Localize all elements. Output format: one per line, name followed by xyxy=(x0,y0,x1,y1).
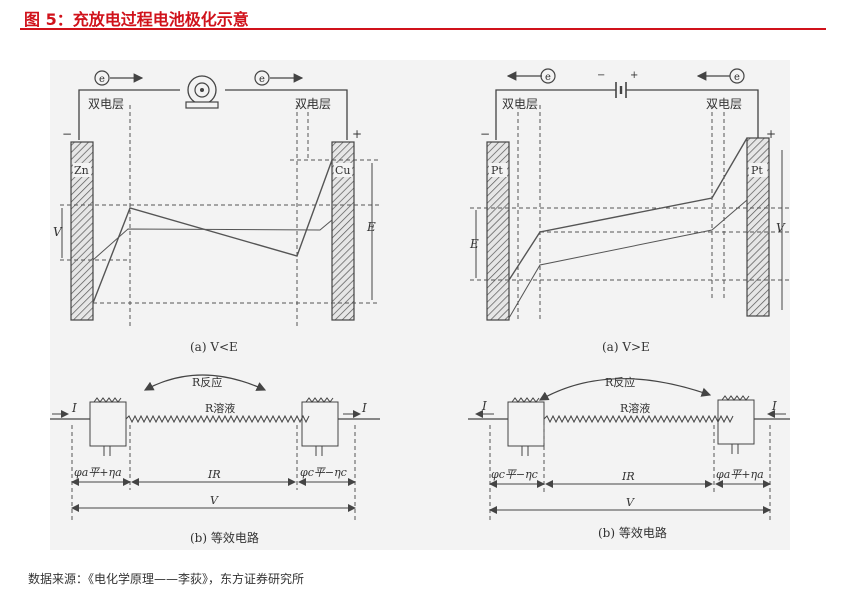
potential-curve xyxy=(508,137,748,281)
equilibrium-curve xyxy=(508,199,748,319)
plus-terminal: + xyxy=(766,127,776,141)
reaction-arrow xyxy=(538,378,712,401)
battery-plus: + xyxy=(630,70,638,81)
r-solution-label: R溶液 xyxy=(205,401,235,415)
solution-resistor xyxy=(125,414,310,424)
ir-label: IR xyxy=(207,468,221,481)
phi-left-label: φc平−ηc xyxy=(491,468,538,481)
double-layer-label: 双电层 xyxy=(706,97,742,111)
minus-terminal: − xyxy=(62,127,72,141)
pt-label: Pt xyxy=(491,164,503,177)
right-caption-a: (a) V>E xyxy=(602,340,650,354)
pt-electrode-right xyxy=(746,137,770,317)
right-equivalent-circuit: R反应 I R溶液 I φc平−ηc IR φa平+ηa V (b) 等效电路 xyxy=(468,375,790,540)
cu-electrode xyxy=(331,141,355,321)
left-caption-a: (a) V<E xyxy=(190,340,238,354)
electron-icon: e xyxy=(506,68,556,84)
cu-label: Cu xyxy=(335,164,351,177)
plus-terminal: + xyxy=(352,127,362,141)
equilibrium-curve xyxy=(92,219,333,261)
double-layer-label: 双电层 xyxy=(88,97,124,111)
electron-icon: e xyxy=(94,70,144,86)
current-label: I xyxy=(481,399,487,413)
title-rule xyxy=(20,28,826,30)
r-solution-label: R溶液 xyxy=(620,401,650,415)
v-total-label: V xyxy=(626,496,635,509)
polarization-diagram: e e 双电层 双电层 − + Zn Cu V xyxy=(50,68,790,545)
motor-icon xyxy=(185,75,219,109)
double-layer-label: 双电层 xyxy=(295,97,331,111)
left-equivalent-circuit: R反应 I R溶液 I φa平+ηa IR φc平−ηc V (b) 等效电路 xyxy=(50,374,380,545)
v-total-label: V xyxy=(210,494,219,507)
v-label: V xyxy=(53,225,63,239)
left-caption-b: (b) 等效电路 xyxy=(190,530,259,545)
electron-symbol: e xyxy=(99,74,105,85)
resistor-symbol xyxy=(511,397,540,403)
electron-symbol: e xyxy=(259,74,265,85)
left-cell-diagram: e e 双电层 双电层 − + Zn Cu V xyxy=(53,70,380,354)
minus-terminal: − xyxy=(480,127,490,141)
reaction-arrow xyxy=(143,374,267,391)
pt-label: Pt xyxy=(751,164,763,177)
pt-electrode-left xyxy=(486,141,510,321)
phi-right-label: φc平−ηc xyxy=(300,466,347,479)
double-layer-label: 双电层 xyxy=(502,97,538,111)
zn-label: Zn xyxy=(74,164,89,177)
phi-right-label: φa平+ηa xyxy=(716,468,764,481)
left-wire-left xyxy=(78,89,180,140)
r-reaction-label: R反应 xyxy=(605,375,635,389)
current-label: I xyxy=(361,401,367,415)
e-label: E xyxy=(469,237,479,251)
polarization-figure: e e 双电层 双电层 − + Zn Cu V xyxy=(50,60,790,550)
figure-title: 图 5：充放电过程电池极化示意 xyxy=(24,10,249,29)
right-cell-diagram: − + e e 双电层 双电层 − + Pt Pt E xyxy=(469,68,790,354)
e-label: E xyxy=(366,220,376,234)
phi-left-label: φa平+ηa xyxy=(74,466,122,479)
r-reaction-label: R反应 xyxy=(192,375,222,389)
potential-curve xyxy=(92,159,333,304)
current-label: I xyxy=(771,399,777,413)
current-label: I xyxy=(71,401,77,415)
battery-minus: − xyxy=(597,70,605,81)
left-wire-right xyxy=(225,89,348,140)
resistor-symbol xyxy=(721,395,750,401)
battery-icon: − + xyxy=(597,70,638,98)
resistor-symbol xyxy=(93,397,122,403)
electron-symbol: e xyxy=(734,72,740,83)
zn-electrode xyxy=(70,141,94,321)
electron-icon: e xyxy=(696,68,745,84)
source-note: 数据来源：《电化学原理——李荻》，东方证券研究所 xyxy=(28,572,305,586)
resistor-symbol xyxy=(305,397,334,403)
ir-label: IR xyxy=(621,470,635,483)
solution-resistor xyxy=(543,414,734,424)
right-caption-b: (b) 等效电路 xyxy=(598,525,667,540)
electron-icon: e xyxy=(254,70,304,86)
electron-symbol: e xyxy=(545,72,551,83)
v-label: V xyxy=(776,221,786,235)
